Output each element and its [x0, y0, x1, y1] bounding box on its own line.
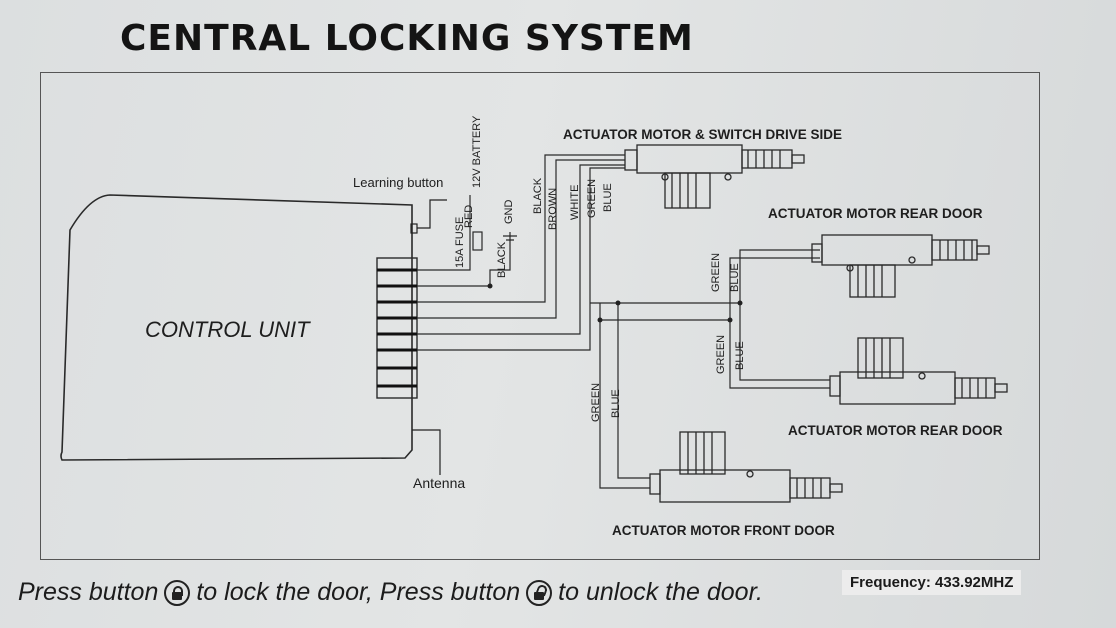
unlock-icon: [526, 579, 553, 606]
wire-blue-label-rear1: BLUE: [729, 263, 741, 292]
connector-block: [376, 257, 418, 399]
wire-white-label: WHITE: [569, 185, 581, 220]
wire-blue-label-front: BLUE: [610, 389, 622, 418]
instruction-press-1: Press button: [18, 578, 159, 606]
actuator-front-door-label: ACTUATOR MOTOR FRONT DOOR: [612, 523, 835, 538]
actuator-rear-door-lower-label: ACTUATOR MOTOR REAR DOOR: [788, 423, 1003, 438]
frequency-label: Frequency: 433.92MHZ: [842, 570, 1022, 595]
page-title: CENTRAL LOCKING SYSTEM: [120, 18, 694, 59]
learning-button-label: Learning button: [353, 175, 443, 190]
wire-brown-label: BROWN: [547, 188, 559, 230]
lock-icon: [164, 579, 191, 606]
fuse-label: 15A FUSE: [454, 217, 466, 268]
wire-green-label-front: GREEN: [590, 383, 602, 422]
battery-label: 12V BATTERY: [471, 115, 483, 188]
wire-black-label-2: BLACK: [532, 177, 544, 214]
control-unit-label: CONTROL UNIT: [145, 317, 311, 342]
actuator-rear-door-upper-label: ACTUATOR MOTOR REAR DOOR: [768, 206, 983, 221]
instruction-unlock-text: to unlock the door.: [558, 578, 763, 606]
wire-green-label-rear1: GREEN: [710, 253, 722, 292]
antenna-label: Antenna: [413, 475, 465, 491]
actuator-rear-door-lower: [829, 337, 1008, 405]
gnd-label: GND: [503, 200, 515, 225]
wire-green-label-drive: GREEN: [586, 179, 598, 218]
wire-red-label: RED: [463, 205, 475, 228]
actuator-rear-door-upper: [811, 234, 990, 298]
wire-black-label-1: BLACK: [496, 241, 508, 278]
actuator-drive-side: [624, 144, 805, 209]
wire-blue-label-rear2: BLUE: [734, 341, 746, 370]
instruction-lock-text: to lock the door, Press button: [196, 578, 521, 606]
wire-blue-label-drive: BLUE: [602, 183, 614, 212]
actuator-front-door: [649, 431, 843, 503]
door-bus-wires: [590, 249, 830, 489]
diagram-frame: [40, 72, 1040, 560]
instruction-line: Press button to lock the door, Press but…: [18, 578, 763, 607]
wire-green-label-rear2: GREEN: [715, 335, 727, 374]
control-unit-box: [60, 194, 413, 461]
actuator-drive-side-label: ACTUATOR MOTOR & SWITCH DRIVE SIDE: [563, 127, 842, 142]
power-wires: [417, 154, 625, 351]
